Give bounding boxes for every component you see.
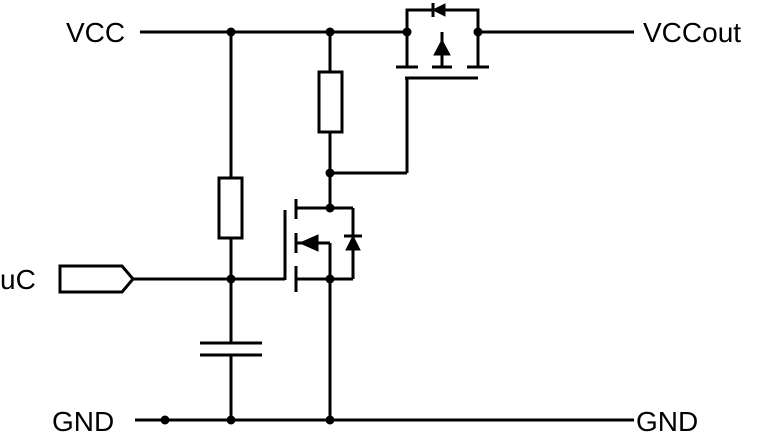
n-mosfet-arrow-icon xyxy=(298,234,319,252)
n-mosfet xyxy=(283,199,362,420)
label-uc: uC xyxy=(0,264,36,295)
n-mosfet-diode-icon xyxy=(345,234,361,251)
resistor-input-pullup xyxy=(217,176,244,240)
junction-nfet-source xyxy=(325,274,335,284)
label-vcc-out: VCCout xyxy=(643,17,741,48)
junction-pfet-gate xyxy=(325,168,335,178)
resistor-gate-pullup xyxy=(317,70,344,134)
junction-gnd-left xyxy=(160,415,170,425)
label-vcc: VCC xyxy=(66,17,125,48)
junction-vcc-r1 xyxy=(226,27,236,37)
uc-input-connector xyxy=(58,264,135,294)
p-mosfet xyxy=(396,3,489,173)
junction-vcc-r2 xyxy=(325,27,335,37)
junction-pfet-source xyxy=(402,27,412,37)
junction-nfet-drain xyxy=(325,203,335,213)
junction-pfet-drain xyxy=(473,27,483,37)
label-gnd-left: GND xyxy=(52,406,114,433)
p-mosfet-diode-icon xyxy=(431,3,446,17)
label-gnd-right: GND xyxy=(636,406,698,433)
junction-gnd-cap xyxy=(226,415,236,425)
junction-gnd-nfet xyxy=(325,415,335,425)
p-mosfet-arrow-icon xyxy=(433,38,451,56)
